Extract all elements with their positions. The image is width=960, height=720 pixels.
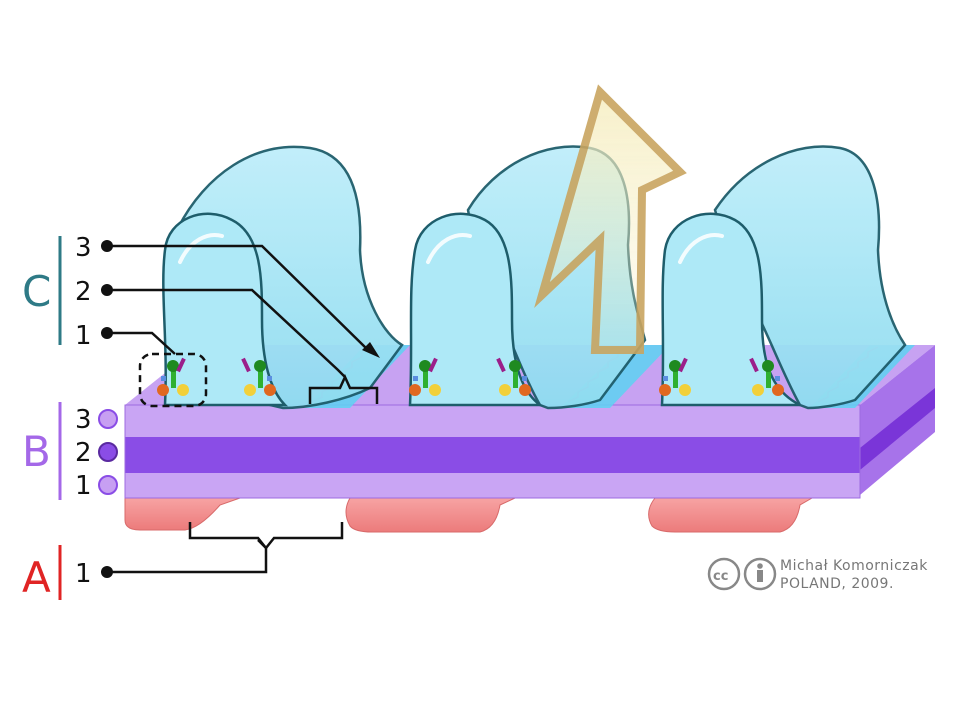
label-group-a: A 1 [22, 545, 92, 602]
credit-author: Michał Komorniczak [780, 558, 928, 574]
label-group-b: B 3 2 1 [22, 402, 117, 501]
layer-b1-swatch [99, 476, 117, 494]
credit-line2: POLAND, 2009. [780, 576, 894, 592]
credit-block: cc Michał Komorniczak POLAND, 2009. [709, 558, 928, 592]
endothelial-cells [125, 498, 812, 532]
label-c-2: 2 [75, 277, 92, 307]
svg-text:cc: cc [713, 569, 728, 584]
layer-b3-swatch [99, 410, 117, 428]
label-b-1: 1 [75, 471, 92, 501]
label-c-letter: C [22, 267, 51, 316]
label-b-2: 2 [75, 438, 92, 468]
layer-b2-swatch [99, 443, 117, 461]
label-a-letter: A [22, 553, 51, 602]
label-c-1: 1 [75, 321, 92, 351]
label-a-1: 1 [75, 559, 92, 589]
podocyte-foot-processes [163, 147, 905, 408]
label-b-3: 3 [75, 405, 92, 435]
label-group-c: C 3 2 1 [22, 233, 92, 351]
label-b-letter: B [22, 427, 51, 476]
cc-icon: cc [709, 559, 739, 589]
label-c-3: 3 [75, 233, 92, 263]
attribution-icon [745, 559, 775, 589]
